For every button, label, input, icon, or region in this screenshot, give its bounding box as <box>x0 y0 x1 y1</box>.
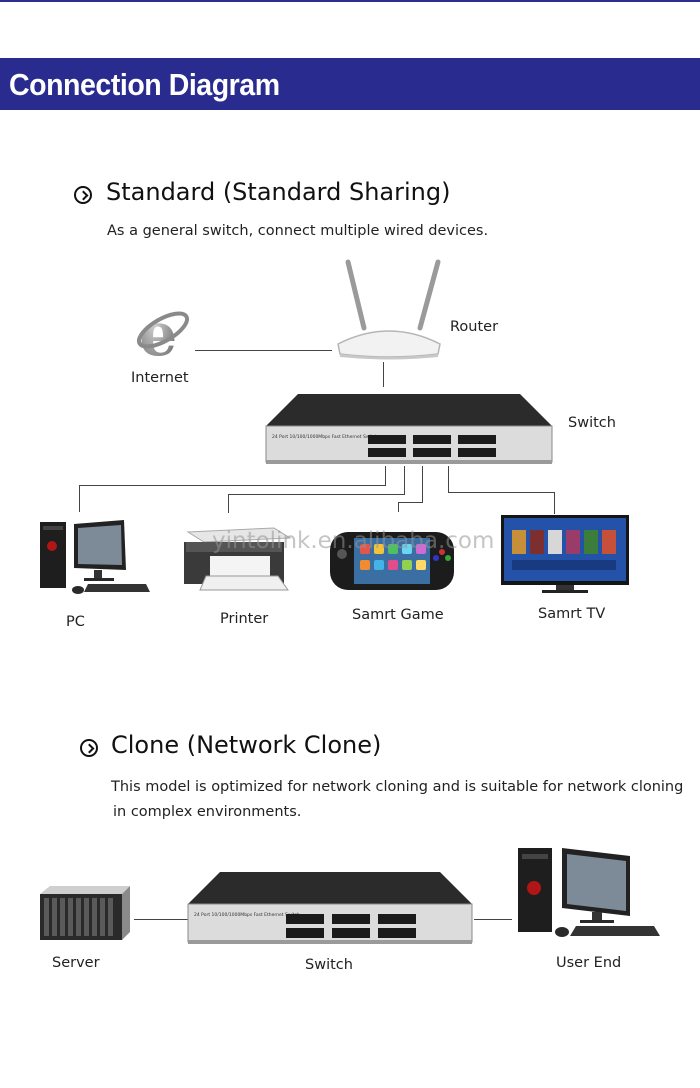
smart-tv-label: Samrt TV <box>538 606 606 622</box>
router-icon <box>337 259 441 360</box>
chevron-right-circle-icon <box>80 739 98 757</box>
pc-link-horizontal <box>79 485 386 486</box>
printer-link-horizontal <box>228 494 405 495</box>
switch-panel-text: 24 Port 10/100/1000Mbps Fast Ethernet Sw… <box>272 434 378 440</box>
internet-router-link <box>195 350 332 351</box>
printer-link-drop <box>228 494 229 513</box>
page-title: Connection Diagram <box>9 67 280 102</box>
game-console-icon <box>330 532 454 590</box>
server-label: Server <box>52 955 100 971</box>
pc-icon <box>40 520 150 594</box>
chevron-right-circle-icon <box>74 186 92 204</box>
internet-label: Internet <box>131 370 189 386</box>
switch-icon: 24 Port 10/100/1000Mbps Fast Ethernet Sw… <box>265 394 553 464</box>
standard-section-description: As a general switch, connect multiple wi… <box>107 223 489 239</box>
header-banner: Connection Diagram <box>0 58 700 110</box>
switch-label: Switch <box>568 415 616 431</box>
pc-link-vertical <box>385 466 386 485</box>
switch-panel-text: 24 Port 10/100/1000Mbps Fast Ethernet Sw… <box>194 912 300 918</box>
pc-link-drop <box>79 485 80 512</box>
game-link-drop <box>398 502 399 512</box>
printer-link-vertical <box>404 466 405 494</box>
user-end-pc-icon <box>518 848 660 937</box>
switch-userend-link <box>474 919 512 920</box>
standard-section-title: Standard (Standard Sharing) <box>106 178 451 206</box>
clone-section-description-line1: This model is optimized for network clon… <box>111 779 684 795</box>
game-link-vertical <box>422 466 423 502</box>
pc-label: PC <box>66 614 85 630</box>
clone-section-description-line2: in complex environments. <box>113 804 302 820</box>
router-switch-link <box>383 362 384 387</box>
game-link-horizontal <box>398 502 423 503</box>
tv-link-vertical <box>448 466 449 492</box>
watermark-text: yintolink.en.alibaba.com <box>212 528 495 554</box>
printer-icon <box>184 527 292 591</box>
smart-tv-icon <box>501 515 629 593</box>
tv-link-drop <box>554 492 555 514</box>
clone-section-title: Clone (Network Clone) <box>111 731 382 759</box>
switch-label: Switch <box>305 957 353 973</box>
printer-label: Printer <box>220 611 269 627</box>
smart-game-label: Samrt Game <box>352 607 444 623</box>
internet-icon: e <box>136 300 190 360</box>
server-switch-link <box>134 919 188 920</box>
top-border <box>0 0 700 2</box>
switch-icon: 24 Port 10/100/1000Mbps Fast Ethernet Sw… <box>187 872 473 944</box>
router-label: Router <box>450 319 499 335</box>
server-icon <box>40 886 130 940</box>
user-end-label: User End <box>556 955 622 971</box>
tv-link-horizontal <box>448 492 554 493</box>
